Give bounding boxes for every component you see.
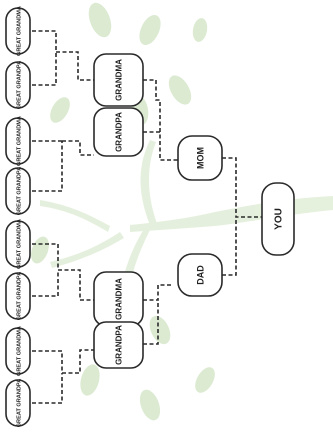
mom-node: MOM bbox=[177, 135, 223, 181]
great-grandparent-node-4: GREAT GRANDPA bbox=[5, 167, 31, 216]
connector-gg5 bbox=[32, 243, 59, 270]
great-grandparent-label: GREAT GRANDPA bbox=[17, 167, 23, 216]
great-grandparent-node-7: GREAT GRANDMA bbox=[5, 326, 31, 376]
great-grandparent-label: GREAT GRANDPA bbox=[17, 272, 23, 321]
connector-gg6 bbox=[32, 270, 59, 297]
connector-gg1 bbox=[32, 30, 57, 52]
great-grandparent-label: GREAT GRANDMA bbox=[17, 116, 23, 166]
great-grandparent-node-5: GREAT GRANDMA bbox=[5, 219, 31, 269]
connector-grandma-dad bbox=[143, 284, 172, 301]
you-node: YOU bbox=[261, 182, 295, 256]
great-grandparent-node-3: GREAT GRANDMA bbox=[5, 116, 31, 166]
connector-gg2 bbox=[32, 52, 57, 86]
connector-grandpa-dad bbox=[143, 300, 159, 345]
connector-gg3-pair bbox=[58, 269, 94, 301]
connector-lines bbox=[32, 30, 262, 404]
great-grandparent-label: GREAT GRANDMA bbox=[17, 6, 23, 56]
connector-gg4-pair bbox=[62, 349, 94, 374]
grandpa-node-dad-side: GRANDPA bbox=[93, 321, 144, 369]
great-grandparent-label: GREAT GRANDPA bbox=[17, 379, 23, 428]
dad-label: DAD bbox=[196, 265, 206, 285]
connector-dad-you bbox=[222, 217, 237, 276]
grandma-node-mom-side: GRANDMA bbox=[93, 53, 144, 107]
grandma-label-dad-side: GRANDMA bbox=[115, 278, 124, 320]
grandpa-label-mom-side: GRANDPA bbox=[115, 112, 124, 152]
great-grandparents-column: GREAT GRANDMA GREAT GRANDPA GREAT GRANDM… bbox=[5, 6, 31, 428]
connector-gg2-pair bbox=[62, 140, 94, 156]
great-grandparent-label: GREAT GRANDMA bbox=[17, 219, 23, 269]
great-grandparent-node-2: GREAT GRANDPA bbox=[5, 61, 31, 110]
grandpa-label-dad-side: GRANDPA bbox=[115, 325, 124, 365]
grandpa-node-mom-side: GRANDPA bbox=[93, 107, 144, 157]
great-grandparent-node-1: GREAT GRANDMA bbox=[5, 6, 31, 56]
connector-gg8 bbox=[32, 373, 63, 404]
connector-gg4 bbox=[32, 141, 63, 192]
grandma-node-dad-side: GRANDMA bbox=[93, 271, 144, 327]
you-label: YOU bbox=[274, 208, 285, 230]
great-grandparent-label: GREAT GRANDMA bbox=[17, 326, 23, 376]
connector-mom-you bbox=[222, 157, 262, 218]
grandma-label-mom-side: GRANDMA bbox=[115, 59, 124, 101]
connector-grandma-mom bbox=[143, 79, 178, 161]
grandparents-column: GRANDMA GRANDPA GRANDMA GRANDPA bbox=[93, 53, 144, 369]
connector-gg1-pair bbox=[56, 51, 94, 81]
great-grandparent-node-6: GREAT GRANDPA bbox=[5, 272, 31, 321]
mom-label: MOM bbox=[196, 147, 206, 169]
great-grandparent-node-8: GREAT GRANDPA bbox=[5, 379, 31, 428]
great-grandparent-label: GREAT GRANDPA bbox=[17, 61, 23, 110]
dad-node: DAD bbox=[177, 253, 223, 297]
connector-gg7 bbox=[32, 350, 63, 373]
parents-column: MOM DAD bbox=[177, 135, 223, 297]
